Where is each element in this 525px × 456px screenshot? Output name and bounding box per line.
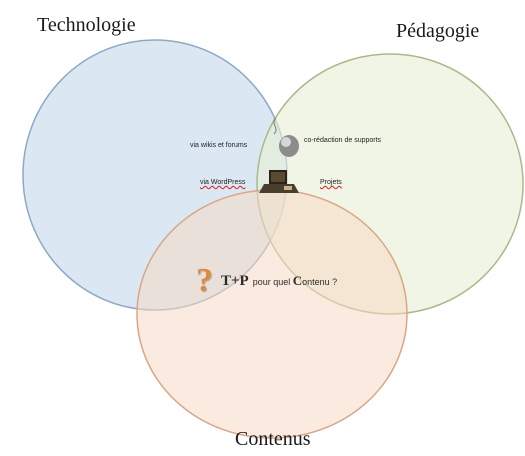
label-pedagogie: Pédagogie: [396, 20, 480, 42]
c-letter: C: [292, 273, 303, 288]
label-via-wordpress: via WordPress: [200, 179, 245, 186]
ontenu-text: ontenu ?: [302, 277, 338, 287]
label-contenus: Contenus: [235, 428, 311, 450]
circle-contenus: [136, 189, 408, 439]
tp-label: T+P: [221, 273, 249, 289]
mouse-icon: [273, 117, 299, 157]
laptop-icon: [259, 170, 299, 193]
question-mark-icon: ?: [196, 262, 213, 299]
label-coredaction: co-rédaction de supports: [304, 137, 381, 144]
label-technologie: Technologie: [37, 14, 136, 36]
label-via-wikis-text: via wikis et forums: [190, 142, 248, 149]
label-coredaction-text: co-rédaction de supports: [304, 137, 382, 144]
pour-quel-text: pour quel: [252, 277, 293, 287]
center-question: ? T+P pour quel Contenu ?: [196, 262, 337, 300]
label-via-wordpress-text: via WordPress: [200, 179, 246, 186]
label-projets-text: Projets: [320, 179, 342, 186]
label-via-wikis: via wikis et forums: [190, 142, 247, 149]
label-projets: Projets: [320, 179, 342, 186]
